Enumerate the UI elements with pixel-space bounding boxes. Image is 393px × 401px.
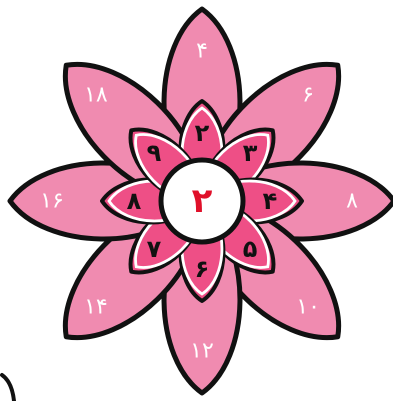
outer-petal-label: ۱۰: [296, 295, 320, 320]
outer-petal-label: ۱۲: [190, 339, 214, 364]
outer-petal-label: ۶: [302, 82, 314, 107]
inner-petal-label: ۶: [195, 255, 210, 283]
outer-petal-label: ۱۴: [84, 295, 108, 320]
inner-petal-label: ۳: [243, 139, 258, 167]
inner-petal-label: ۲: [195, 119, 210, 147]
outer-petal-label: ۱۸: [84, 82, 108, 107]
inner-petal-label: ۴: [263, 187, 278, 215]
inner-petal-label: ۵: [243, 235, 258, 263]
inner-petal-label: ۹: [147, 139, 162, 167]
outer-petal-label: ۴: [196, 39, 208, 64]
corner-decoration: [2, 375, 14, 401]
outer-petal-label: ۱۶: [40, 189, 64, 214]
inner-petal-label: ۸: [127, 187, 142, 215]
center-number: ۲: [192, 181, 213, 221]
outer-petal-label: ۸: [346, 189, 358, 214]
inner-petal-label: ۷: [147, 235, 162, 263]
